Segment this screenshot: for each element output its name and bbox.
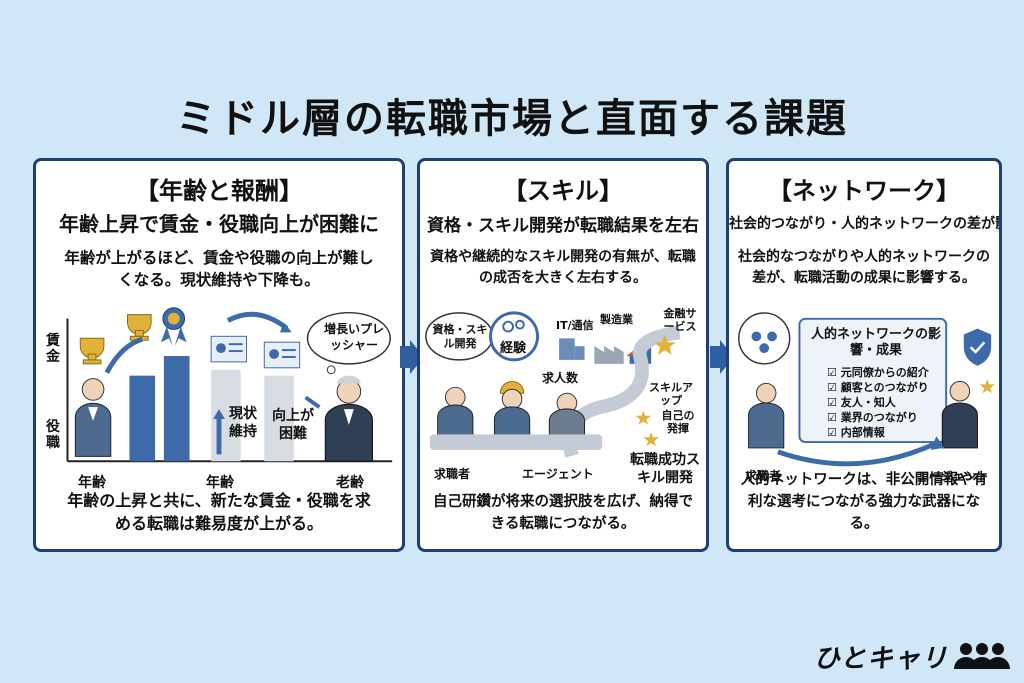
network-illustration: [738, 312, 996, 467]
label-it: IT/通信: [556, 319, 594, 332]
label-seeker: 求職者: [745, 469, 782, 483]
senior-person-icon: [324, 375, 373, 462]
label-success: 転職成功スキル開発: [630, 452, 700, 486]
label-agent: エージェント: [917, 469, 989, 483]
board-item: ☑ 業界のつながり: [827, 411, 918, 424]
panel-network: 【ネットワーク】 社会的つながり・人的ネットワークの差が影響 社会的なつながりや…: [726, 158, 1002, 552]
panel-subheading: 社会的つながり・人的ネットワークの差が影響: [729, 216, 1002, 232]
network-bubble: [738, 312, 791, 365]
board-item: ☑ 顧客とのつながり: [827, 381, 929, 394]
young-person-icon: [74, 378, 112, 457]
panel-age-reward: 【年齢と報酬】 年齢上昇で賃金・役職向上が困難に 年齢が上がるほど、賃金や役職の…: [33, 158, 405, 552]
panel-description: 社会的なつながりや人的ネットワークの差が、転職活動の成果に影響する。: [738, 249, 990, 286]
panel-heading: 【ネットワーク】: [768, 177, 960, 205]
board-title: 人的ネットワークの影響・成果: [810, 327, 941, 358]
panel-skill: 【スキル】 資格・スキル開発が転職結果を左右 資格や継続的なスキル開発の有無が、…: [417, 158, 709, 552]
factory-icon: [594, 346, 624, 364]
label-manufacturing: 製造業: [600, 313, 633, 326]
connection-arrow: [777, 441, 936, 467]
panel-subheading: 資格・スキル開発が転職結果を左右: [427, 216, 699, 236]
y-label-wage: 賃金: [46, 333, 60, 365]
id-card-2: [263, 341, 301, 369]
panel-description: 資格や継続的なスキル開発の有無が、転職の成否を大きく左右する。: [430, 249, 696, 286]
panel-footer: 人的ネットワークは、非公開情報や有利な選考につながる強力な武器になる。: [740, 472, 988, 532]
star-icon: [979, 379, 996, 394]
board-item: ☑ 友人・知人: [827, 396, 896, 409]
board-list: ☑ 元同僚からの紹介 ☑ 顧客とのつながり ☑ 友人・知人 ☑ 業界のつながり …: [827, 365, 929, 440]
y-label-position: 役職: [46, 419, 60, 451]
skill-illustration: [425, 311, 681, 458]
board-item: ☑ 元同僚からの紹介: [827, 366, 929, 379]
panel-heading: 【スキル】: [503, 177, 623, 205]
panel-footer: 年齢の上昇と共に、新たな賃金・役職を求める転職は難易度が上がる。: [67, 491, 371, 533]
people-group-icon: [751, 331, 777, 354]
x-label-age-2: 年齢: [206, 475, 234, 491]
pressure-bubble: [306, 311, 391, 365]
skill-bubble-text: 資格・スキル開発: [432, 323, 488, 350]
seeker-person-icon: [748, 382, 785, 449]
panel-description: 年齢が上がるほど、賃金や役職の向上が難しくなる。現状維持や下降も。: [64, 249, 374, 289]
age-reward-illustration: [66, 307, 393, 463]
label-jobs: 求人数: [542, 371, 579, 385]
panel-subheading: 年齢上昇で賃金・役職向上が困難に: [59, 212, 379, 236]
brand-logo: ひとキャリ: [813, 644, 948, 674]
building-icon: [559, 338, 585, 360]
meeting-table: [429, 434, 603, 451]
bar-2: [163, 355, 190, 462]
gear-icon: [502, 319, 525, 333]
panel-heading: 【年齢と報酬】: [135, 177, 303, 205]
label-finance: 金融サービス: [663, 307, 697, 333]
label-seeker: 求職者: [434, 467, 471, 481]
board-item: ☑ 内部情報: [827, 426, 885, 439]
status-keep: 現状維持: [229, 406, 257, 440]
label-agent: エージェント: [522, 467, 594, 481]
pressure-text: 増長いプレッシャー: [323, 322, 384, 352]
network-board: [798, 317, 948, 444]
agent-person-icon: [941, 380, 978, 449]
star-icon: [635, 334, 676, 447]
x-label-senior: 老齢: [336, 475, 364, 491]
page-title: ミドル層の転職市場と直面する課題: [176, 96, 848, 142]
experience-bubble: [489, 311, 540, 362]
shield-check-icon: [963, 328, 992, 366]
medal-icon: [160, 307, 187, 347]
x-label-age-1: 年齢: [78, 475, 106, 491]
next-arrow-icon: [710, 340, 734, 374]
label-self: 自己の発揮: [661, 409, 695, 435]
bar-1: [129, 375, 156, 462]
label-skill-up: スキルアップ: [649, 381, 693, 407]
people-logo-icon: [954, 643, 1010, 669]
panel-footer: 自己研鑽が将来の選択肢を広げ、納得できる転職につながる。: [433, 494, 693, 532]
next-arrow-icon: [400, 340, 424, 374]
experience-text: 経験: [500, 341, 527, 356]
bar-4: [264, 375, 294, 462]
status-hard: 向上が困難: [272, 408, 314, 442]
